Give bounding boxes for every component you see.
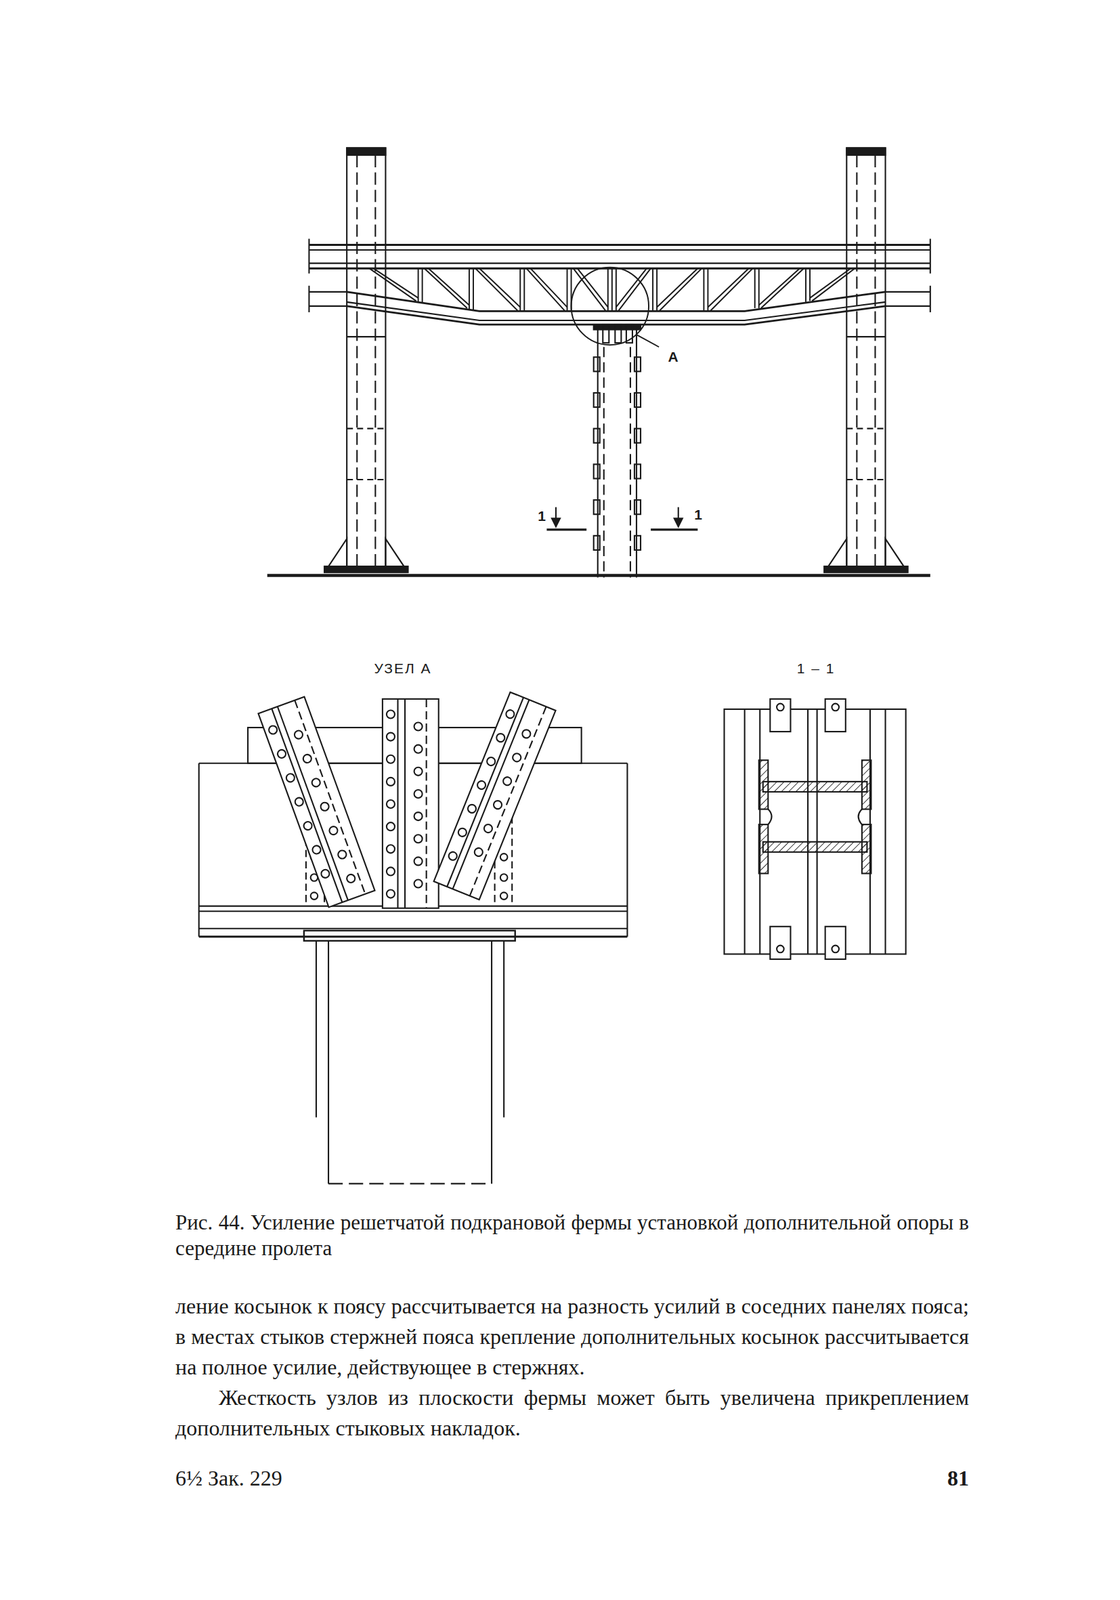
view-title: УЗЕЛ А: [373, 660, 432, 677]
text-flow: Рис. 44. Усиление решетчатой подкрановой…: [175, 1209, 969, 1443]
figure-caption: Рис. 44. Усиление решетчатой подкрановой…: [175, 1209, 969, 1261]
section-number: 1: [537, 507, 546, 525]
body-paragraph: Жесткость узлов из плоскости фермы может…: [175, 1382, 969, 1443]
frame-elevation: [267, 147, 931, 577]
view-title: 1 – 1: [797, 660, 836, 677]
page-number: 81: [947, 1465, 969, 1491]
detail-callout: А: [667, 348, 678, 365]
signature-mark: 6½ Зак. 229: [175, 1465, 283, 1491]
section-number: 1: [694, 506, 703, 523]
body-paragraph: ление косынок к поясу рассчитывается на …: [175, 1290, 969, 1383]
section-view: [724, 698, 907, 959]
node-detail: [199, 692, 628, 1184]
